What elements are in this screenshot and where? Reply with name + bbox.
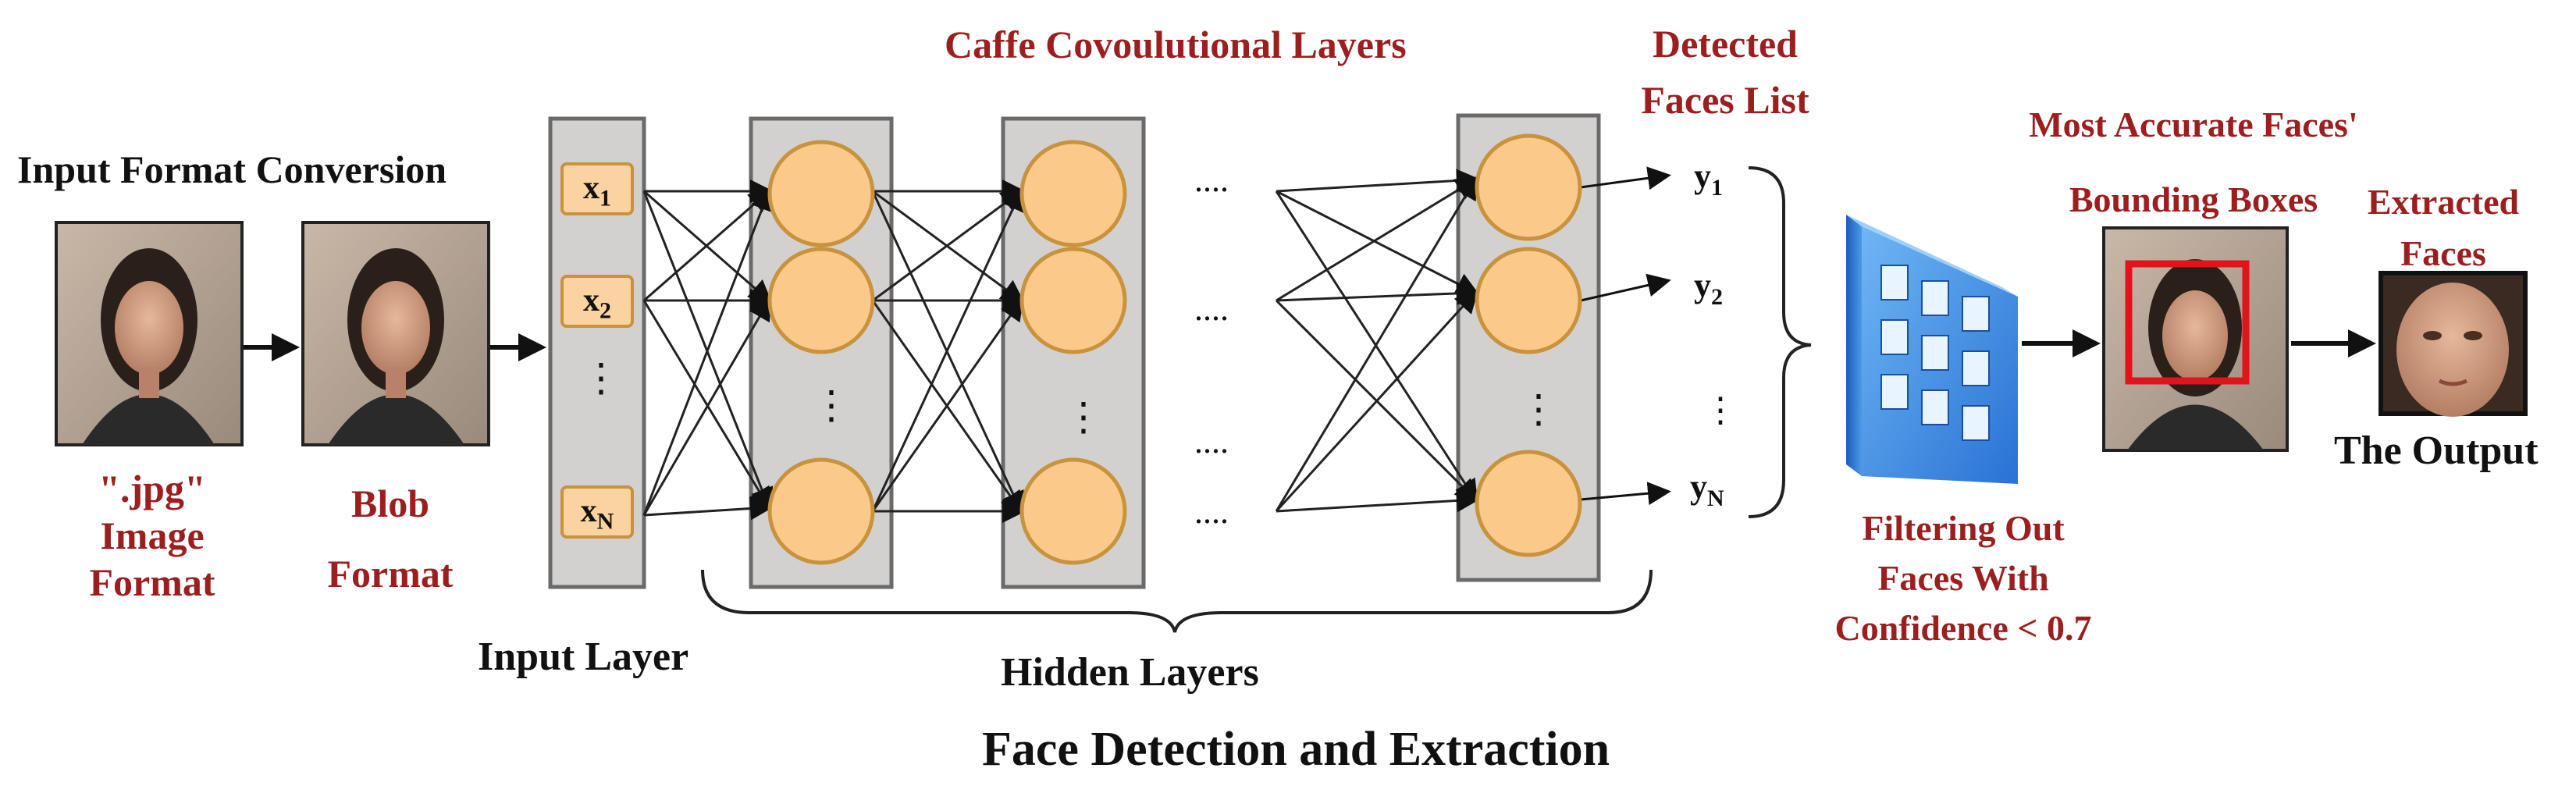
ellipsis-row-2: .... [1194,290,1229,328]
y1-subscript: 1 [1711,174,1723,201]
hidden2-neuron-2 [1019,247,1127,354]
connections-input-hidden1 [642,180,774,521]
extracted-faces-label: Extracted Faces [2342,176,2545,279]
x2-subscript: 2 [600,297,611,324]
hidden1-neuron-n [767,457,875,565]
y2-letter: y [1694,266,1711,304]
jpg-line-2: Image [100,514,205,557]
blob-format-label: Blob Format [308,468,472,609]
connections-hidden1-hidden2 [871,180,1026,523]
face-bounding-box [2125,260,2250,385]
blob-photo [301,221,490,446]
outputs-brace [1748,166,1812,518]
detected-line-2: Faces List [1641,78,1809,122]
hidden2-neuron-1 [1019,140,1127,247]
output-neuron-1 [1475,133,1582,241]
input-node-x1: x1 [560,162,634,215]
extracted-face-photo [2379,271,2528,417]
diagram-title: Face Detection and Extraction [982,723,1610,776]
input-vdots: ⋮ [582,356,621,400]
output-neuron-n [1475,450,1582,557]
hidden1-neuron-1 [767,140,875,247]
detected-line-1: Detected [1653,22,1798,66]
jpg-format-label: ".jpg" Image Format [70,465,234,606]
output-y2: y2 [1694,265,1723,311]
hidden1-neuron-2 [767,247,875,354]
input-node-x2: x2 [560,275,634,328]
caffe-layers-label: Caffe Covoulutional Layers [945,23,1407,66]
ellipsis-row-3: .... [1194,422,1229,461]
hidden1-vdots: ⋮ [812,383,851,427]
hidden2-vdots: ⋮ [1064,395,1103,439]
output-neuron-2 [1475,247,1582,354]
most-accurate-line-2: Bounding Boxes [2069,180,2318,219]
extracted-line-2: Faces [2400,233,2486,273]
filtering-label: Filtering Out Faces With Confidence < 0.… [1780,503,2147,653]
jpg-line-1: ".jpg" [98,467,206,510]
connections-to-output-layer [1275,169,1480,513]
output-yn: yN [1690,467,1724,512]
the-output-label: The Output [2334,429,2539,473]
ellipsis-row-1: .... [1194,161,1229,199]
jpg-line-3: Format [89,560,215,604]
extracted-line-1: Extracted [2367,182,2520,222]
filter-line-2: Faces With [1877,558,2049,598]
blob-line-1: Blob [350,482,430,525]
yn-letter: y [1690,468,1707,506]
ellipsis-row-4: .... [1194,493,1229,531]
y2-subscript: 2 [1711,283,1723,310]
blob-line-2: Format [327,552,454,596]
hidden2-neuron-n [1019,457,1127,565]
x1-subscript: 1 [600,185,611,212]
input-node-xn: xN [560,485,634,539]
output-y1: y1 [1694,156,1723,201]
input-photo-jpg [55,221,244,446]
x2-letter: x [583,283,600,318]
filter-grid-cells [1880,265,1990,441]
output-vdots: ⋮ [1519,387,1558,431]
filter-line-3: Confidence < 0.7 [1834,608,2092,648]
xn-subscript: N [596,508,614,535]
bounding-box-photo [2102,226,2289,452]
y1-letter: y [1694,157,1711,195]
hidden-layers-label: Hidden Layers [1001,650,1259,695]
most-accurate-line-1: Most Accurate Faces' [2029,105,2358,144]
most-accurate-label: Most Accurate Faces' Bounding Boxes [1983,87,2404,237]
connections-output-y [1580,166,1671,506]
detected-faces-label: Detected Faces List [1608,16,1842,128]
x1-letter: x [583,170,600,206]
yn-subscript: N [1707,485,1724,511]
hidden-layers-brace [701,569,1653,633]
input-format-conversion-label: Input Format Conversion [17,148,447,191]
y-vdots: ⋮ [1703,391,1738,429]
xn-letter: x [580,493,597,529]
filter-line-1: Filtering Out [1862,508,2065,548]
input-layer-label: Input Layer [478,635,689,679]
